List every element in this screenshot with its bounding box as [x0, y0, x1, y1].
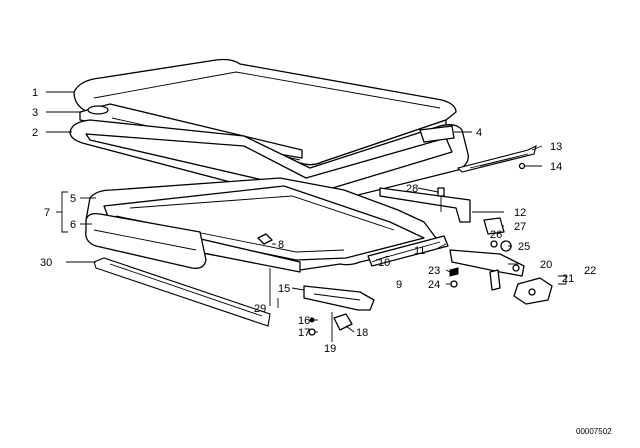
- guide-clip: [257, 233, 273, 245]
- callout-11: 11: [414, 245, 425, 257]
- callout-29: 29: [254, 303, 266, 315]
- callout-8: 8: [278, 239, 284, 251]
- callout-30: 30: [40, 257, 52, 269]
- screw-28: [437, 187, 445, 212]
- callout-14: 14: [550, 161, 562, 173]
- frame-ring: [69, 119, 469, 205]
- washer-24: [450, 280, 458, 288]
- callout-23: 23: [428, 265, 440, 277]
- callout-20: 20: [540, 259, 552, 271]
- screw-23: [449, 267, 459, 277]
- gear-rail: [367, 235, 449, 267]
- screw-16: [309, 317, 315, 323]
- callout-26: 26: [490, 229, 502, 241]
- callout-12: 12: [514, 207, 526, 219]
- callout-15: 15: [278, 283, 290, 295]
- leader-lines: [46, 91, 567, 342]
- holder-clip-18: [333, 313, 353, 331]
- mechanism-housing: [489, 269, 553, 305]
- bracket-27: [483, 217, 505, 235]
- callout-1: 1: [32, 87, 38, 99]
- deflector-screw: [518, 162, 526, 170]
- callout-2: 2: [32, 127, 38, 139]
- callout-27: 27: [514, 221, 526, 233]
- callout-labels: 1 2 3 4 5 6 7 8 9 10 11 12 13 14 15 16 1…: [32, 87, 596, 355]
- callout-17: 17: [298, 327, 310, 339]
- callout-24: 24: [428, 279, 440, 291]
- callout-18: 18: [356, 327, 368, 339]
- callout-3: 3: [32, 107, 38, 119]
- cable-holder: [303, 285, 375, 311]
- callout-9: 9: [396, 279, 402, 291]
- callout-5: 5: [70, 193, 76, 205]
- seal-strip: [93, 257, 271, 327]
- lever-arm: [449, 249, 525, 277]
- wind-deflector-strip: [456, 144, 537, 173]
- callout-28: 28: [406, 183, 418, 195]
- drain-tray: [85, 212, 207, 269]
- callout-16: 16: [298, 315, 310, 327]
- callout-10: 10: [378, 257, 390, 269]
- callout-4: 4: [476, 127, 482, 139]
- nut-26: [490, 240, 498, 248]
- callout-25: 25: [518, 241, 530, 253]
- callout-13: 13: [550, 141, 562, 153]
- callout-22: 22: [584, 265, 596, 277]
- diagram-reference-code: 00007502: [576, 427, 612, 436]
- rear-guide-rail: [379, 187, 471, 223]
- corner-clip: [419, 125, 455, 143]
- callout-7: 7: [44, 207, 50, 219]
- callout-6: 6: [70, 219, 76, 231]
- callout-19: 19: [324, 343, 336, 355]
- callout-21: 21: [562, 273, 574, 285]
